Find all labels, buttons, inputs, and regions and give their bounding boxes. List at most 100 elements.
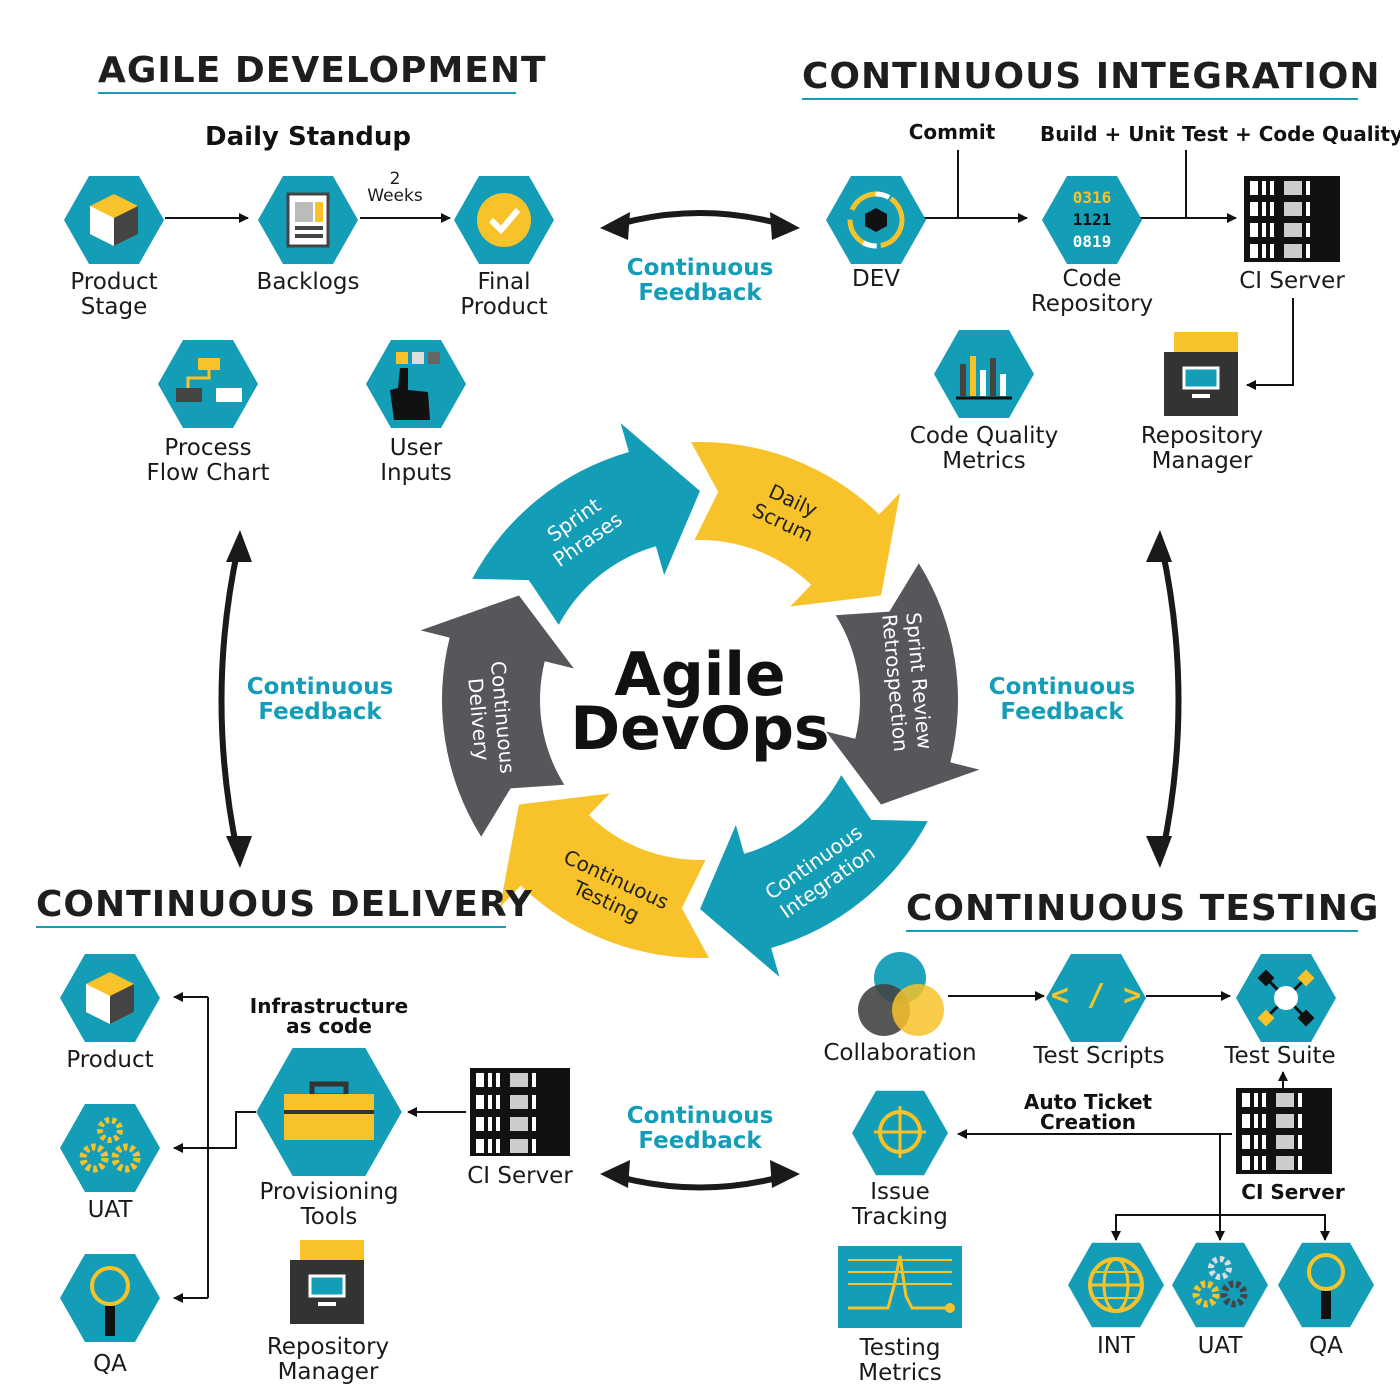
int-globe-icon — [1068, 1242, 1164, 1328]
center-title-line-2: DevOps — [570, 694, 830, 764]
ct-qa-label: QA — [1309, 1333, 1343, 1359]
auto-ticket-line-2: Creation — [1040, 1110, 1136, 1134]
ci-server-icon — [1244, 176, 1340, 262]
testing-metrics-icon — [838, 1246, 962, 1328]
product-stage-label: Product Stage — [44, 270, 184, 320]
backlogs-icon — [258, 176, 358, 264]
iac-line-2: as code — [286, 1014, 372, 1038]
cycle-segment-continuous-testing — [499, 793, 710, 958]
collaboration-label: Collaboration — [823, 1040, 977, 1066]
dev-label: DEV — [852, 266, 900, 292]
cycle-segment-continuous-delivery — [420, 595, 574, 837]
ct-uat-label: UAT — [1197, 1333, 1243, 1359]
cycle-label-sprint-review: Sprint ReviewRetrospection — [877, 611, 937, 753]
user-inputs-line-2: Inputs — [380, 460, 452, 486]
uat-gears-icon — [60, 1104, 160, 1192]
ct-ci-server-icon — [1236, 1088, 1332, 1174]
center-title-line-1: Agile — [614, 640, 786, 710]
connector-lines — [165, 150, 1330, 1303]
feedback-arrow-bottom — [611, 1172, 789, 1191]
repo-manager-line-2: Manager — [1151, 448, 1253, 474]
process-flow-line-2: Flow Chart — [146, 460, 270, 486]
feedback-right-line-2: Feedback — [1000, 699, 1124, 725]
code-brackets-icon: < / > — [1050, 978, 1142, 1013]
process-flow-chart-label: Process Flow Chart — [128, 436, 288, 486]
continuous-delivery-title: CONTINUOUS DELIVERY — [36, 884, 533, 925]
center-title: Agile DevOps — [550, 640, 850, 764]
feedback-arrow-left — [218, 547, 241, 856]
code-quality-line-2: Metrics — [942, 448, 1026, 474]
ct-ci-server-label: CI Server — [1241, 1180, 1345, 1204]
cycle-segment-daily-scrum — [690, 442, 901, 607]
cycle-segment-continuous-integration — [700, 775, 928, 977]
feedback-arrows — [218, 210, 1182, 1191]
process-flow-line-1: Process — [164, 435, 252, 461]
continuous-integration-title: CONTINUOUS INTEGRATION — [802, 56, 1381, 97]
feedback-arrow-right — [1159, 547, 1182, 856]
testing-metrics-line-2: Metrics — [858, 1360, 942, 1386]
infrastructure-as-code-label: Infrastructure as code — [244, 996, 414, 1036]
ct-title-underline — [906, 930, 1358, 932]
provisioning-tools-icon — [256, 1048, 402, 1176]
weeks-word: Weeks — [367, 186, 423, 206]
qa-magnifier-icon — [60, 1254, 160, 1342]
feedback-top-line-2: Feedback — [638, 280, 762, 306]
qa-label: QA — [93, 1351, 127, 1377]
testing-metrics-line-1: Testing — [859, 1335, 941, 1361]
ci-server-label: CI Server — [1239, 268, 1345, 294]
feedback-label-left: Continuous Feedback — [240, 675, 400, 725]
auto-ticket-line-1: Auto Ticket — [1023, 1090, 1153, 1114]
product-label: Product — [66, 1047, 154, 1073]
cd-ci-server-label: CI Server — [467, 1163, 573, 1189]
feedback-left-line-2: Feedback — [258, 699, 382, 725]
cd-repository-manager-icon — [290, 1240, 364, 1324]
issue-tracking-line-1: Issue — [870, 1179, 930, 1205]
two-weeks-label: 2 Weeks — [362, 171, 428, 205]
test-scripts-label: Test Scripts — [1033, 1043, 1165, 1069]
feedback-label-right: Continuous Feedback — [982, 675, 1142, 725]
auto-ticket-creation-label: Auto Ticket Creation — [1018, 1092, 1158, 1132]
repo-manager-line-1: Repository — [1140, 423, 1264, 449]
user-inputs-label: User Inputs — [346, 436, 486, 486]
code-repo-line-1: Code — [1062, 266, 1122, 292]
feedback-arrow-top — [611, 210, 789, 229]
commit-label: Commit — [908, 120, 996, 144]
feedback-bottom-line-2: Feedback — [638, 1128, 762, 1154]
final-product-icon — [454, 176, 554, 264]
user-inputs-line-1: User — [389, 435, 443, 461]
code-repository-label: Code Repository — [1012, 267, 1172, 317]
build-unit-test-label: Build + Unit Test + Code Quality — [1040, 122, 1400, 146]
product-stage-line-2: Stage — [80, 294, 148, 320]
feedback-left-line-1: Continuous — [246, 674, 394, 700]
cycle-label-continuous-delivery: ContinuousDelivery — [462, 660, 520, 777]
final-product-line-1: Final — [477, 269, 531, 295]
issue-tracking-label: Issue Tracking — [830, 1180, 970, 1230]
cd-title-underline — [36, 926, 506, 928]
backlogs-label: Backlogs — [256, 269, 360, 295]
cd-repo-manager-line-2: Manager — [277, 1359, 379, 1385]
provisioning-line-2: Tools — [300, 1204, 358, 1230]
cd-repo-manager-line-1: Repository — [266, 1334, 390, 1360]
issue-tracking-icon — [852, 1090, 948, 1176]
weeks-number: 2 — [389, 169, 401, 189]
code-quality-line-1: Code Quality — [909, 423, 1059, 449]
iac-line-1: Infrastructure — [249, 994, 409, 1018]
uat-label: UAT — [87, 1197, 133, 1223]
test-suite-icon — [1236, 954, 1336, 1042]
provisioning-tools-label: Provisioning Tools — [244, 1180, 414, 1230]
cycle-segment-sprint-phrases — [472, 423, 700, 625]
repository-manager-label: Repository Manager — [1122, 424, 1282, 474]
final-product-line-2: Product — [460, 294, 548, 320]
code-quality-metrics-icon — [934, 330, 1034, 418]
agile-development-title: AGILE DEVELOPMENT — [98, 50, 547, 91]
feedback-right-line-1: Continuous — [988, 674, 1136, 700]
feedback-label-top: Continuous Feedback — [620, 256, 780, 306]
cd-ci-server-icon — [470, 1068, 570, 1156]
daily-standup-label: Daily Standup — [205, 122, 411, 152]
user-inputs-icon — [366, 340, 466, 428]
ci-title-underline — [802, 98, 1358, 100]
collaboration-icon — [858, 952, 944, 1036]
continuous-testing-title: CONTINUOUS TESTING — [906, 888, 1380, 929]
testing-metrics-label: Testing Metrics — [830, 1336, 970, 1386]
